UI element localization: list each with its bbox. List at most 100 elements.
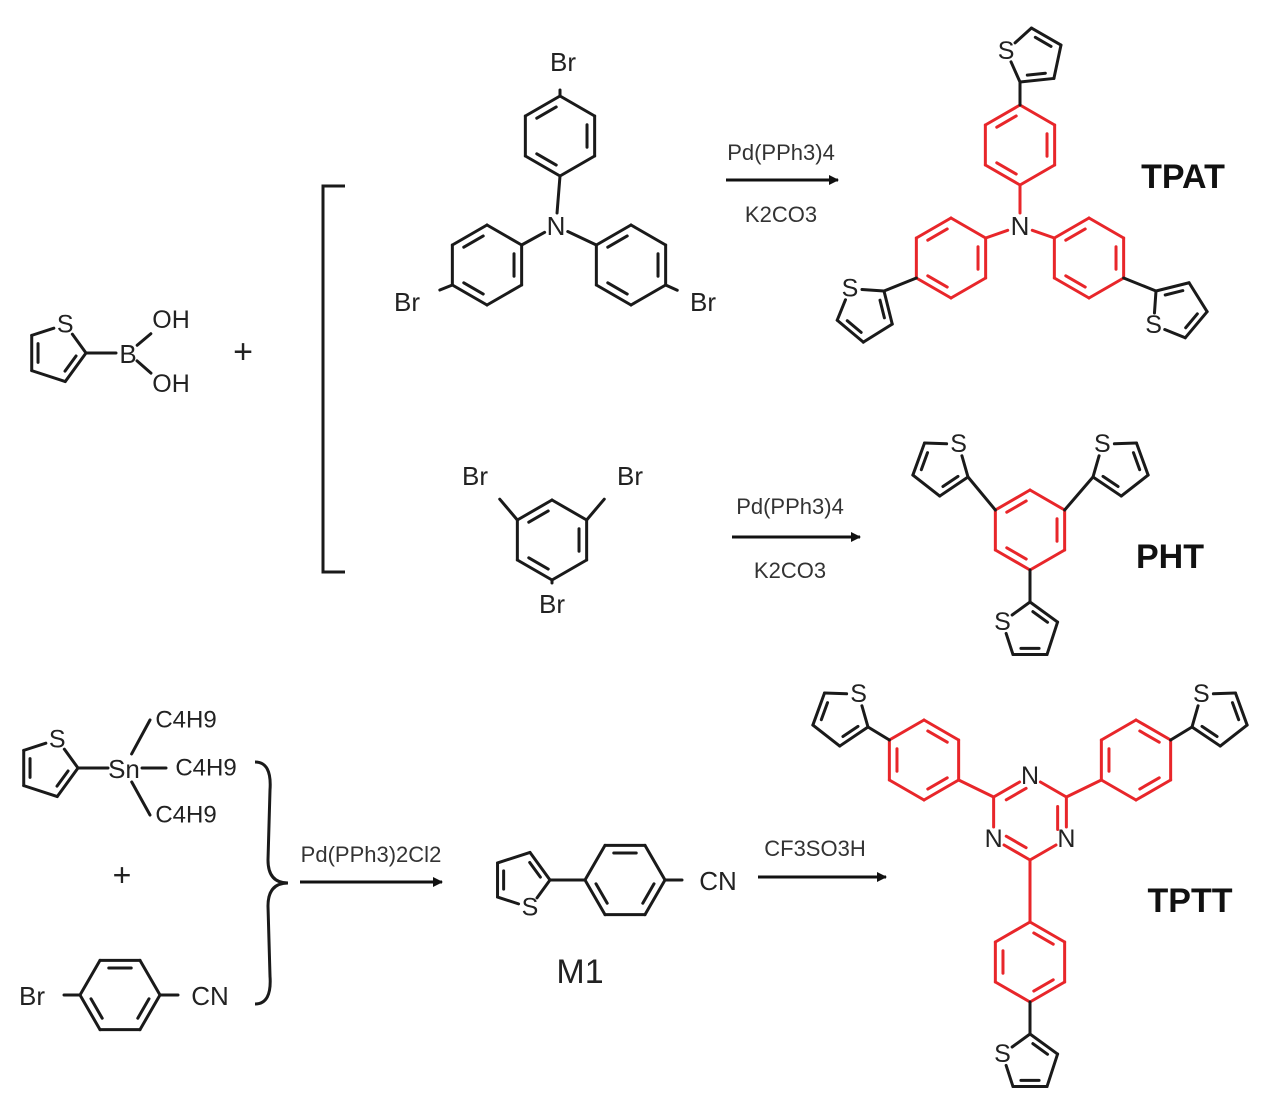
benzene-bond [993,548,1032,572]
thiophene-double-bond [819,701,830,722]
boron-label: B [119,339,136,369]
triazine-bond [1002,843,1032,862]
benzene-bond [558,154,597,178]
thiophene-bond [823,691,849,696]
thiophene-double-bond [1230,701,1241,722]
thiophene-bond [923,441,949,446]
benzene-double-bond [926,274,949,289]
thiophene-bond [1028,600,1060,624]
thiophene-bond [1211,691,1237,696]
benzene-bond [523,94,562,118]
benzene-double-bond [1138,776,1161,791]
thiophene-double-bond [1025,71,1047,77]
sulfur-label: S [994,608,1011,636]
triazine-bond [1028,843,1058,862]
nitrile-label: CN [699,866,737,896]
benzene-bond [138,993,162,1032]
hydroxyl-label: OH [152,370,190,398]
thiophene-bond [1004,631,1015,656]
thiophene-bond [1218,723,1249,748]
thiophene-bond [528,850,552,882]
thiophene-bond [1029,26,1063,47]
benzene-double-bond [462,281,485,296]
triazine-double-bond [1004,834,1028,850]
butyl-label: C4H9 [155,802,216,829]
bond [957,778,996,799]
benzene-bond [594,223,633,247]
thiophene-bond [63,351,88,384]
benzene-bond [78,958,102,997]
bond [1064,778,1103,799]
thiophene-bond [860,704,870,729]
sulfur-label: S [1145,311,1162,339]
benzene-bond [1099,718,1138,742]
benzene-bond [550,498,589,522]
benzene-bond [1028,920,1067,944]
thiophene-bond [938,475,970,498]
benzene-bond [450,223,489,247]
benzene-bond [1087,276,1126,300]
reaction-arrows [300,175,887,887]
bracket-group [254,184,345,1006]
benzene-bond [993,920,1032,944]
benzene-double-bond [1032,978,1055,993]
bond [135,332,153,347]
reagent-label-3: Pd(PPh3)2Cl2 [301,842,442,867]
benzene-double-bond [136,997,151,1020]
sulfur-label: S [1193,680,1210,708]
bond [882,276,918,293]
thiophene-double-bond [1131,451,1142,472]
thiophene-bond [1112,441,1138,446]
benzene-bond [914,216,953,240]
reaction-conditions: Pd(PPh3)4K2CO3Pd(PPh3)4K2CO3Pd(PPh3)2Cl2… [301,140,866,867]
thiophene-bond [1134,441,1150,477]
nitrogen-label: N [1021,762,1039,790]
bond [438,283,454,292]
bromine-label: Br [539,589,565,619]
thiophene-bond [1004,1063,1015,1088]
benzene-bond [583,843,607,882]
benzene-bond [993,980,1032,1004]
benzene-bond [887,718,926,742]
thiophene-bond [1010,1032,1032,1049]
benzene-bond [1028,488,1067,512]
butyl-label: C4H9 [155,707,216,734]
thiophene-bond [496,850,532,865]
bromine-label: Br [394,287,420,317]
thiophene-bond [30,369,67,384]
benzene-bond [78,993,102,1032]
bond [130,718,152,756]
sulfur-label: S [57,310,74,338]
thiophene-bond [811,691,827,727]
bond [498,497,519,522]
sulfur-label: S [842,275,859,303]
thiophene-double-bond [528,860,542,879]
thiophene-bond [835,318,865,344]
compound-name-m1: M1 [556,953,603,991]
benzene-bond [485,283,524,307]
bond [664,283,679,292]
benzene-bond [949,276,988,300]
sulfur-label: S [998,37,1015,65]
thiophene-bond [1052,43,1063,80]
thiophene-bond [30,326,56,337]
benzene-double-bond [1032,931,1055,946]
thiophene-bond [1152,289,1158,315]
sulfur-label: S [522,894,539,922]
bond [866,725,891,742]
thiophene-bond [838,725,870,748]
thiophene-bond [22,741,48,752]
thiophene-double-bond [1031,1042,1050,1056]
benzene-double-bond [641,882,656,905]
reagent-label-4: CF3SO3H [764,836,865,861]
bromine-label: Br [617,461,643,491]
benzene-double-bond [606,234,629,249]
thiophene-bond [1154,281,1191,293]
nitrile-label: CN [191,981,229,1011]
benzene-bond [1099,778,1138,802]
bond [130,780,152,817]
thiophene-bond [1091,475,1123,498]
